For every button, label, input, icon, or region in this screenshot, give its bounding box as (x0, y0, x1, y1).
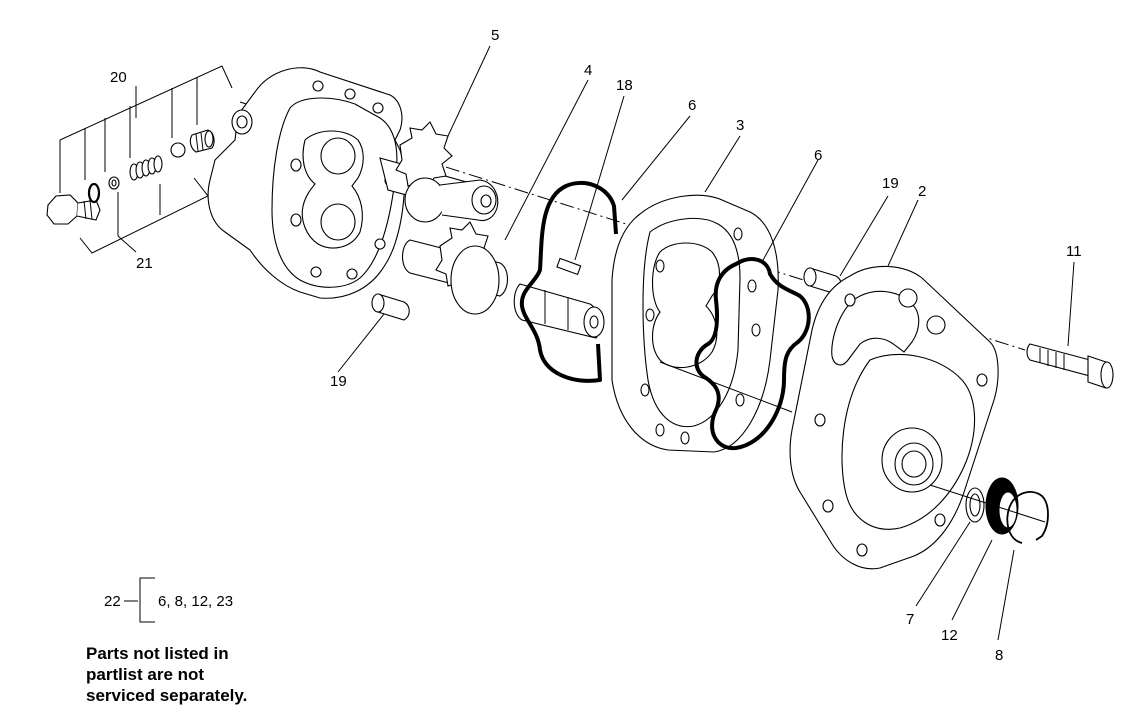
note-line-2: partlist are not (86, 665, 205, 684)
callout-3: 3 (736, 117, 744, 134)
callout-8: 8 (995, 647, 1003, 664)
drive-gear-shaft (401, 221, 605, 339)
seal-parts (929, 477, 1049, 544)
callout-5: 5 (491, 27, 499, 44)
kit-number: 22 (104, 593, 121, 610)
callout-18: 18 (616, 77, 633, 94)
callout-6-right: 6 (814, 147, 822, 164)
snap-ring (1006, 491, 1049, 544)
shaft-line (659, 361, 793, 413)
key (556, 257, 582, 276)
dowel-pin-left (371, 293, 410, 321)
center-plate (611, 194, 779, 453)
cap-screw (1026, 343, 1114, 389)
callout-12: 12 (941, 627, 958, 644)
callout-20: 20 (110, 69, 127, 86)
note-line-1: Parts not listed in (86, 644, 229, 663)
note-line-3: serviced separately. (86, 686, 248, 705)
gasket-right (694, 257, 811, 451)
callout-7: 7 (906, 611, 914, 628)
callout-2: 2 (918, 183, 926, 200)
gasket-left (519, 180, 618, 383)
driven-gear (379, 121, 499, 223)
callout-21: 21 (136, 255, 153, 272)
callout-19-left: 19 (330, 373, 347, 390)
parts-note: Parts not listed in partlist are not ser… (86, 643, 326, 706)
leader-lines (117, 45, 1075, 641)
callout-19-right: 19 (882, 175, 899, 192)
relief-valve-parts (46, 65, 233, 254)
kit-parts: 6, 8, 12, 23 (158, 593, 233, 610)
rear-housing (207, 67, 405, 299)
callout-6-left: 6 (688, 97, 696, 114)
dowel-pin-right (803, 267, 842, 295)
callout-4: 4 (584, 62, 592, 79)
callout-11: 11 (1066, 243, 1082, 260)
kit-callout: 22 6, 8, 12, 23 (104, 577, 233, 623)
front-cover (789, 265, 999, 570)
spring (129, 155, 163, 181)
